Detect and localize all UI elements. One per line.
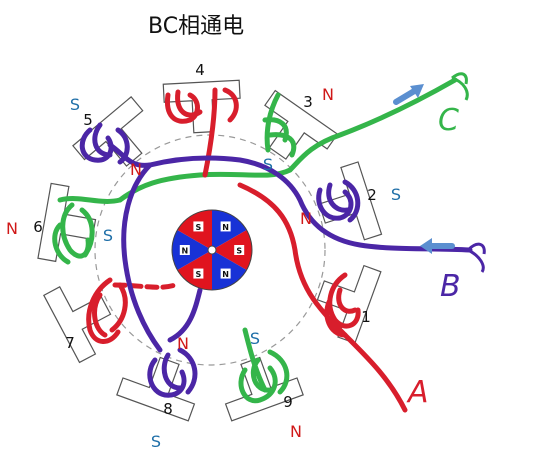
pole-label-n-2: N: [300, 209, 312, 228]
phase-b-to-rotor: [167, 287, 203, 343]
rotor-label-3: N: [222, 270, 229, 279]
pole-label-n-top: N: [322, 85, 334, 104]
coil-3-windings: [262, 92, 297, 158]
stator-number-2: 2: [367, 186, 377, 204]
phase-c-wires: [52, 77, 458, 404]
phase-c-lower: [242, 327, 268, 393]
pole-label-n-9: N: [290, 422, 302, 441]
phase-c-lead: [287, 77, 458, 173]
stator-tooth-1: [316, 264, 382, 344]
coil-1-windings: [324, 272, 361, 338]
rotor-label-box-1: [220, 221, 231, 232]
pole-label-s-8: S: [151, 432, 161, 451]
phase-a-main: [237, 182, 408, 413]
rotor: N S N S N S: [171, 209, 253, 291]
pole-label-n-7: N: [177, 334, 189, 353]
diagram-title: BC相通电: [148, 14, 245, 39]
rotor-outline: [171, 209, 253, 291]
stator-number-6: 6: [33, 218, 43, 236]
coil-4-windings: [164, 87, 239, 124]
pole-label-s-6: S: [103, 226, 113, 245]
coil-2-windings: [316, 179, 361, 223]
pole-label-s-5: S: [70, 95, 80, 114]
phase-b-label: B: [440, 269, 461, 304]
pole-label-s-2: S: [391, 185, 401, 204]
pole-label-n-5: N: [130, 160, 142, 179]
phase-c-terminal: [451, 72, 469, 101]
current-out-arrow-b: [420, 238, 455, 254]
coil-9-windings: [238, 349, 290, 404]
phase-b-wires: [79, 122, 473, 398]
stator-number-7: 7: [65, 334, 75, 352]
rotor-segment-2: [212, 230, 253, 270]
stator-tooth-7: [43, 286, 112, 364]
current-in-arrow-c: [393, 84, 424, 105]
pole-label-n-6: N: [6, 219, 18, 238]
stator-number-5: 5: [83, 111, 93, 129]
rotor-label-1: N: [222, 223, 229, 232]
pole-label-s-9: S: [250, 329, 260, 348]
phase-c-to-coil6: [57, 196, 123, 204]
rotor-label-box-4: [193, 268, 204, 279]
phase-a-label: A: [406, 375, 429, 410]
rotor-label-box-3: [220, 268, 231, 279]
phase-c-label: C: [438, 103, 459, 138]
coil-8-windings: [147, 347, 198, 398]
phase-b-inner-arc: [121, 162, 163, 353]
pole-label-s-3: S: [263, 155, 273, 174]
rotor-label-2: S: [236, 247, 242, 256]
stator-number-4: 4: [195, 61, 205, 79]
stator-tooth-4: [162, 79, 241, 134]
phase-b-terminal: [466, 242, 486, 273]
phase-a-to-rotor: [112, 282, 178, 290]
stator-number-3: 3: [303, 93, 313, 111]
coil-7-windings: [86, 277, 128, 344]
rotor-label-5: N: [181, 247, 188, 256]
phase-a-coil4-lead: [202, 87, 218, 178]
rotor-label-box-2: [234, 245, 245, 255]
stator-number-9: 9: [283, 393, 293, 411]
rotor-shaft: [207, 245, 217, 255]
rotor-label-box-5: [179, 245, 190, 255]
stator-number-1: 1: [361, 308, 371, 326]
rotor-label-6: S: [196, 223, 202, 232]
stator-number-8: 8: [163, 400, 173, 418]
rotor-label-4: S: [196, 270, 202, 279]
rotor-segment-5: [172, 230, 212, 270]
phase-c-inner-arc: [117, 167, 293, 203]
phase-a-wires: [86, 87, 408, 413]
coil-6-windings: [52, 202, 95, 265]
stator-tooth-5: [72, 96, 144, 167]
rotor-label-box-6: [193, 221, 204, 232]
coil-5-windings: [79, 122, 130, 165]
